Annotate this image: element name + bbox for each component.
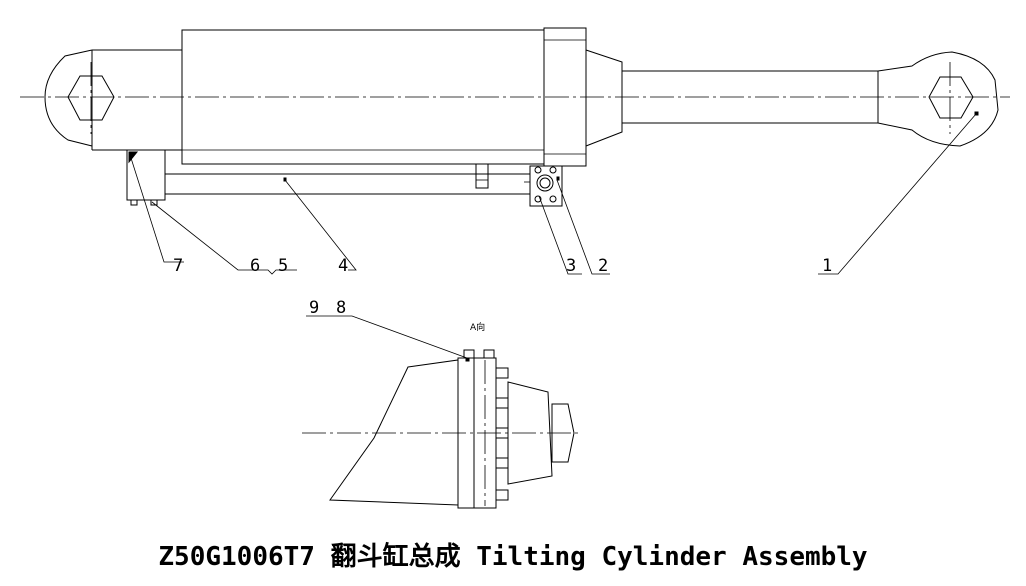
main-elevation-view: 7 6 5 4 3 2 1 xyxy=(20,27,1010,276)
view-a-bracket xyxy=(329,359,459,506)
rear-eye-hex xyxy=(67,75,115,121)
rod-end-eye-outline xyxy=(877,51,999,147)
rear-eye-outline xyxy=(44,49,93,147)
view-a-gland-cone xyxy=(507,381,553,485)
leader-6-5 xyxy=(151,201,297,275)
front-port-bore xyxy=(536,174,554,192)
callout-3: 3 xyxy=(566,256,576,276)
leader-2 xyxy=(556,179,610,275)
front-port-flange xyxy=(529,165,563,207)
front-port-bolt-1 xyxy=(534,166,542,174)
cylinder-assembly-drawing: 7 6 5 4 3 2 1 A向 9 8 xyxy=(20,27,1010,509)
callout-2: 2 xyxy=(598,256,608,276)
view-a-label: A向 xyxy=(470,321,485,333)
view-a-rod-boss xyxy=(551,403,575,463)
gland-taper xyxy=(585,49,623,147)
view-a-bolt-4 xyxy=(495,457,509,469)
callout-7: 7 xyxy=(173,256,183,276)
view-a-top-bolt-8 xyxy=(483,349,495,359)
view-a-bolt-2 xyxy=(495,397,509,409)
front-port-bolt-4 xyxy=(549,195,557,203)
callout-4: 4 xyxy=(338,256,348,276)
view-a-top-bolt-9 xyxy=(463,349,475,359)
callout-6: 6 xyxy=(250,256,260,276)
tube-clamp xyxy=(475,163,489,189)
rod-end-eye-hex xyxy=(928,76,974,119)
leader-4 xyxy=(284,179,357,271)
rear-bolt-b xyxy=(150,199,158,206)
front-port-bolt-2 xyxy=(549,166,557,174)
callout-5: 5 xyxy=(278,256,288,276)
view-a-detail: A向 9 8 xyxy=(302,298,582,509)
callout-8-dot xyxy=(465,357,470,362)
view-a-bolt-1 xyxy=(495,367,509,379)
callout-8: 8 xyxy=(336,298,346,318)
rear-bolt-a xyxy=(130,199,138,206)
rear-port-hatch xyxy=(128,151,139,164)
rear-port-block xyxy=(126,149,166,201)
leader-7 xyxy=(130,157,184,263)
drawing-title: Z50G1006T7 翻斗缸总成 Tilting Cylinder Assemb… xyxy=(158,542,868,572)
leader-3 xyxy=(538,195,582,275)
front-port-bore-inner xyxy=(539,177,551,189)
view-a-bolt-5 xyxy=(495,489,509,501)
leader-1 xyxy=(818,113,977,275)
front-port-bolt-3 xyxy=(534,195,542,203)
callout-2-dot xyxy=(556,176,560,181)
callout-1: 1 xyxy=(822,256,832,276)
leader-9-8 xyxy=(306,315,468,359)
callout-9: 9 xyxy=(309,298,319,318)
callout-1-dot xyxy=(974,111,979,116)
callout-4-dot xyxy=(283,177,287,182)
